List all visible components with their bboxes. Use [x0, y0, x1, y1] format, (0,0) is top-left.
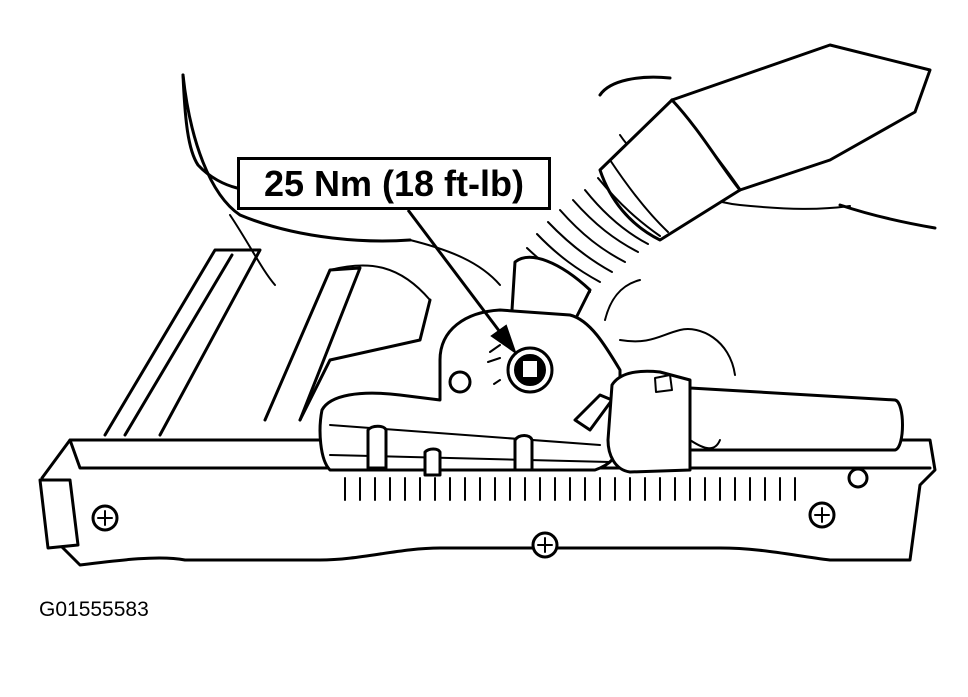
electrical-connector [604, 279, 904, 474]
callout-leader-arrow [406, 209, 517, 355]
bolt [487, 344, 554, 394]
torque-callout-label: 25 Nm (18 ft-lb) [237, 157, 551, 210]
cooling-fins [344, 477, 796, 501]
hose-assembly [510, 43, 932, 333]
mounting-bracket [103, 248, 432, 437]
figure-id-label: G01555583 [39, 598, 149, 621]
selector-lever-housing [318, 308, 622, 477]
